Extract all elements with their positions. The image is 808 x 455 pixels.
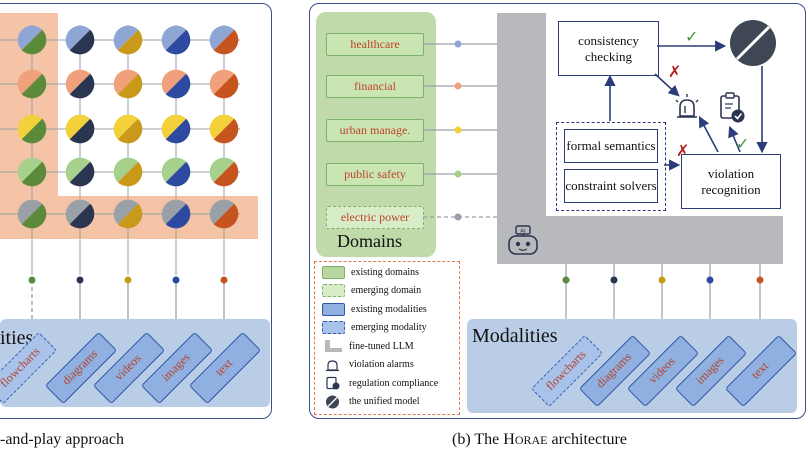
formal-semantics-block: formal semantics (564, 129, 658, 163)
grid-node-circle (17, 157, 47, 187)
grid-node-circle (65, 69, 95, 99)
cross-mark-top: ✗ (668, 62, 682, 81)
check-mark-top: ✓ (685, 27, 699, 46)
grid-node-circle (113, 69, 143, 99)
circle-grid (0, 25, 240, 320)
domain-dot (454, 170, 462, 178)
legend-item: existing modalities (322, 302, 427, 316)
modality-dot (610, 276, 618, 284)
legend-item: emerging modality (322, 321, 427, 335)
grid-node-circle (17, 25, 47, 55)
grid-node-circle (113, 199, 143, 229)
domain-dot (454, 126, 462, 134)
unified-model-icon (730, 20, 776, 66)
left-modalities-title: ities (0, 327, 34, 349)
legend-label: fine-tuned LLM (349, 340, 414, 352)
domain-box-2: urban manage. (326, 119, 424, 142)
legend-item: regulation compliance (322, 376, 438, 390)
unified-model-icon (326, 395, 339, 408)
legend-item: emerging domain (322, 284, 421, 298)
llm-swatch (325, 340, 342, 352)
legend-item: fine-tuned LLM (322, 339, 414, 353)
grid-node-circle (209, 69, 239, 99)
constraint-solvers-block: constraint solvers (564, 169, 658, 203)
alarm-icon (326, 359, 339, 371)
consistency-checking-block: consistency checking (558, 21, 659, 76)
compliance-icon (720, 92, 745, 123)
grid-node-circle (209, 199, 239, 229)
existing-modality-swatch (322, 302, 345, 316)
grid-node-circle (161, 69, 191, 99)
grid-node-circle (161, 199, 191, 229)
legend-item: violation alarms (322, 358, 414, 372)
grid-node-circle (17, 69, 47, 99)
modality-dot (28, 276, 36, 284)
compliance-icon (326, 376, 340, 390)
caption-prefix: (b) The (452, 431, 504, 448)
robot-icon: AI (508, 225, 538, 255)
grid-node-circle (209, 114, 239, 144)
emerging-domain-swatch (322, 284, 345, 297)
domain-dot (454, 213, 462, 221)
right-modalities-title: Modalities (472, 325, 558, 347)
grid-node-circle (113, 25, 143, 55)
modality-dot (756, 276, 764, 284)
legend-label: emerging modality (351, 322, 427, 333)
modality-dot (706, 276, 714, 284)
grid-node-circle (161, 157, 191, 187)
grid-node-circle (65, 199, 95, 229)
legend-label: emerging domain (351, 285, 422, 296)
grid-node-circle (113, 114, 143, 144)
modality-dot (76, 276, 84, 284)
grid-node-circle (161, 114, 191, 144)
domains-title: Domains (337, 231, 402, 251)
legend-item: existing domains (322, 265, 419, 279)
robot-badge-text: AI (520, 229, 526, 235)
left-caption: -and-play approach (0, 431, 124, 448)
grid-node-circle (161, 25, 191, 55)
legend-label: regulation compliance (349, 377, 439, 389)
right-caption: (b) The HORAE architecture (452, 431, 627, 449)
modality-dot (562, 276, 570, 284)
grid-node-circle (209, 157, 239, 187)
domain-box-4: electric power (326, 206, 424, 229)
cross-mark-bottom: ✗ (676, 141, 690, 160)
modality-dot (172, 276, 180, 284)
legend (314, 261, 460, 415)
domain-box-3: public safety (326, 163, 424, 186)
grid-node-circle (65, 114, 95, 144)
caption-name-smallcaps: ORAE (514, 433, 548, 447)
grid-node-circle (113, 157, 143, 187)
caption-suffix: architecture (547, 431, 627, 448)
domain-dot (454, 40, 462, 48)
modality-dot (220, 276, 228, 284)
grid-node-circle (17, 199, 47, 229)
knowledge-dashed-group (556, 122, 666, 211)
domain-box-0: healthcare (326, 33, 424, 56)
legend-label: the unified model (349, 396, 420, 407)
alarm-icon (675, 94, 699, 118)
legend-label: violation alarms (349, 359, 414, 370)
grid-node-circle (65, 157, 95, 187)
violation-recognition-block: violation recognition (681, 154, 781, 209)
emerging-modality-swatch (322, 321, 345, 334)
modality-dot (658, 276, 666, 284)
legend-label: existing domains (351, 266, 420, 278)
legend-label: existing modalities (351, 303, 427, 315)
caption-name-initial: H (503, 431, 515, 448)
legend-item: the unified model (322, 395, 420, 409)
domain-dot (454, 82, 462, 90)
check-mark-bottom: ✓ (736, 134, 750, 153)
existing-domain-swatch (322, 265, 345, 279)
modality-dot (124, 276, 132, 284)
grid-node-circle (17, 114, 47, 144)
grid-node-circle (209, 25, 239, 55)
grid-node-circle (65, 25, 95, 55)
